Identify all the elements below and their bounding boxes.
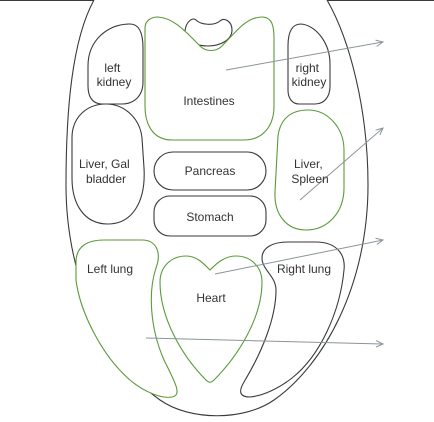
right-kidney-label-line1: right bbox=[296, 61, 320, 75]
pointer-left-lung bbox=[145, 337, 383, 344]
liver-spleen-label-line2: Spleen bbox=[291, 172, 328, 186]
left-kidney-region bbox=[87, 23, 144, 105]
intestines-region bbox=[144, 16, 275, 141]
right-kidney-label-line2: kidney bbox=[292, 75, 327, 89]
liver-gallbladder-region bbox=[71, 103, 145, 225]
right-kidney-label: right kidney bbox=[292, 61, 327, 89]
liver-spleen-region bbox=[274, 109, 345, 231]
pointer-liver-spleen bbox=[299, 128, 383, 201]
liver-spleen-label: Liver, Spleen bbox=[291, 157, 328, 186]
pointer-heart bbox=[214, 240, 383, 275]
right-lung-region bbox=[240, 241, 345, 398]
left-kidney-label: left kidney bbox=[97, 61, 132, 89]
liver-gallbladder-label-line2: bladder bbox=[86, 172, 126, 186]
tongue-outline bbox=[65, 0, 369, 417]
stomach-label: Stomach bbox=[186, 210, 233, 224]
left-kidney-label-line2: kidney bbox=[97, 75, 132, 89]
intestines-label: Intestines bbox=[183, 94, 234, 108]
left-lung-region bbox=[75, 239, 178, 398]
pancreas-region bbox=[153, 151, 267, 191]
tongue-tip bbox=[184, 18, 233, 47]
right-lung-label: Right lung bbox=[277, 262, 331, 276]
heart-region bbox=[159, 255, 263, 383]
pancreas-label: Pancreas bbox=[185, 164, 236, 178]
left-kidney-label-line1: left bbox=[104, 61, 121, 75]
stomach-region bbox=[153, 195, 267, 237]
heart-label: Heart bbox=[196, 291, 226, 305]
liver-spleen-label-line1: Liver, bbox=[294, 157, 323, 171]
right-kidney-region bbox=[287, 23, 331, 105]
pointer-intestines bbox=[225, 42, 383, 71]
left-lung-label: Left lung bbox=[87, 262, 133, 276]
liver-gallbladder-label-line1: Liver, Gal bbox=[79, 157, 130, 171]
liver-gallbladder-label: Liver, Gal bladder bbox=[79, 157, 133, 186]
